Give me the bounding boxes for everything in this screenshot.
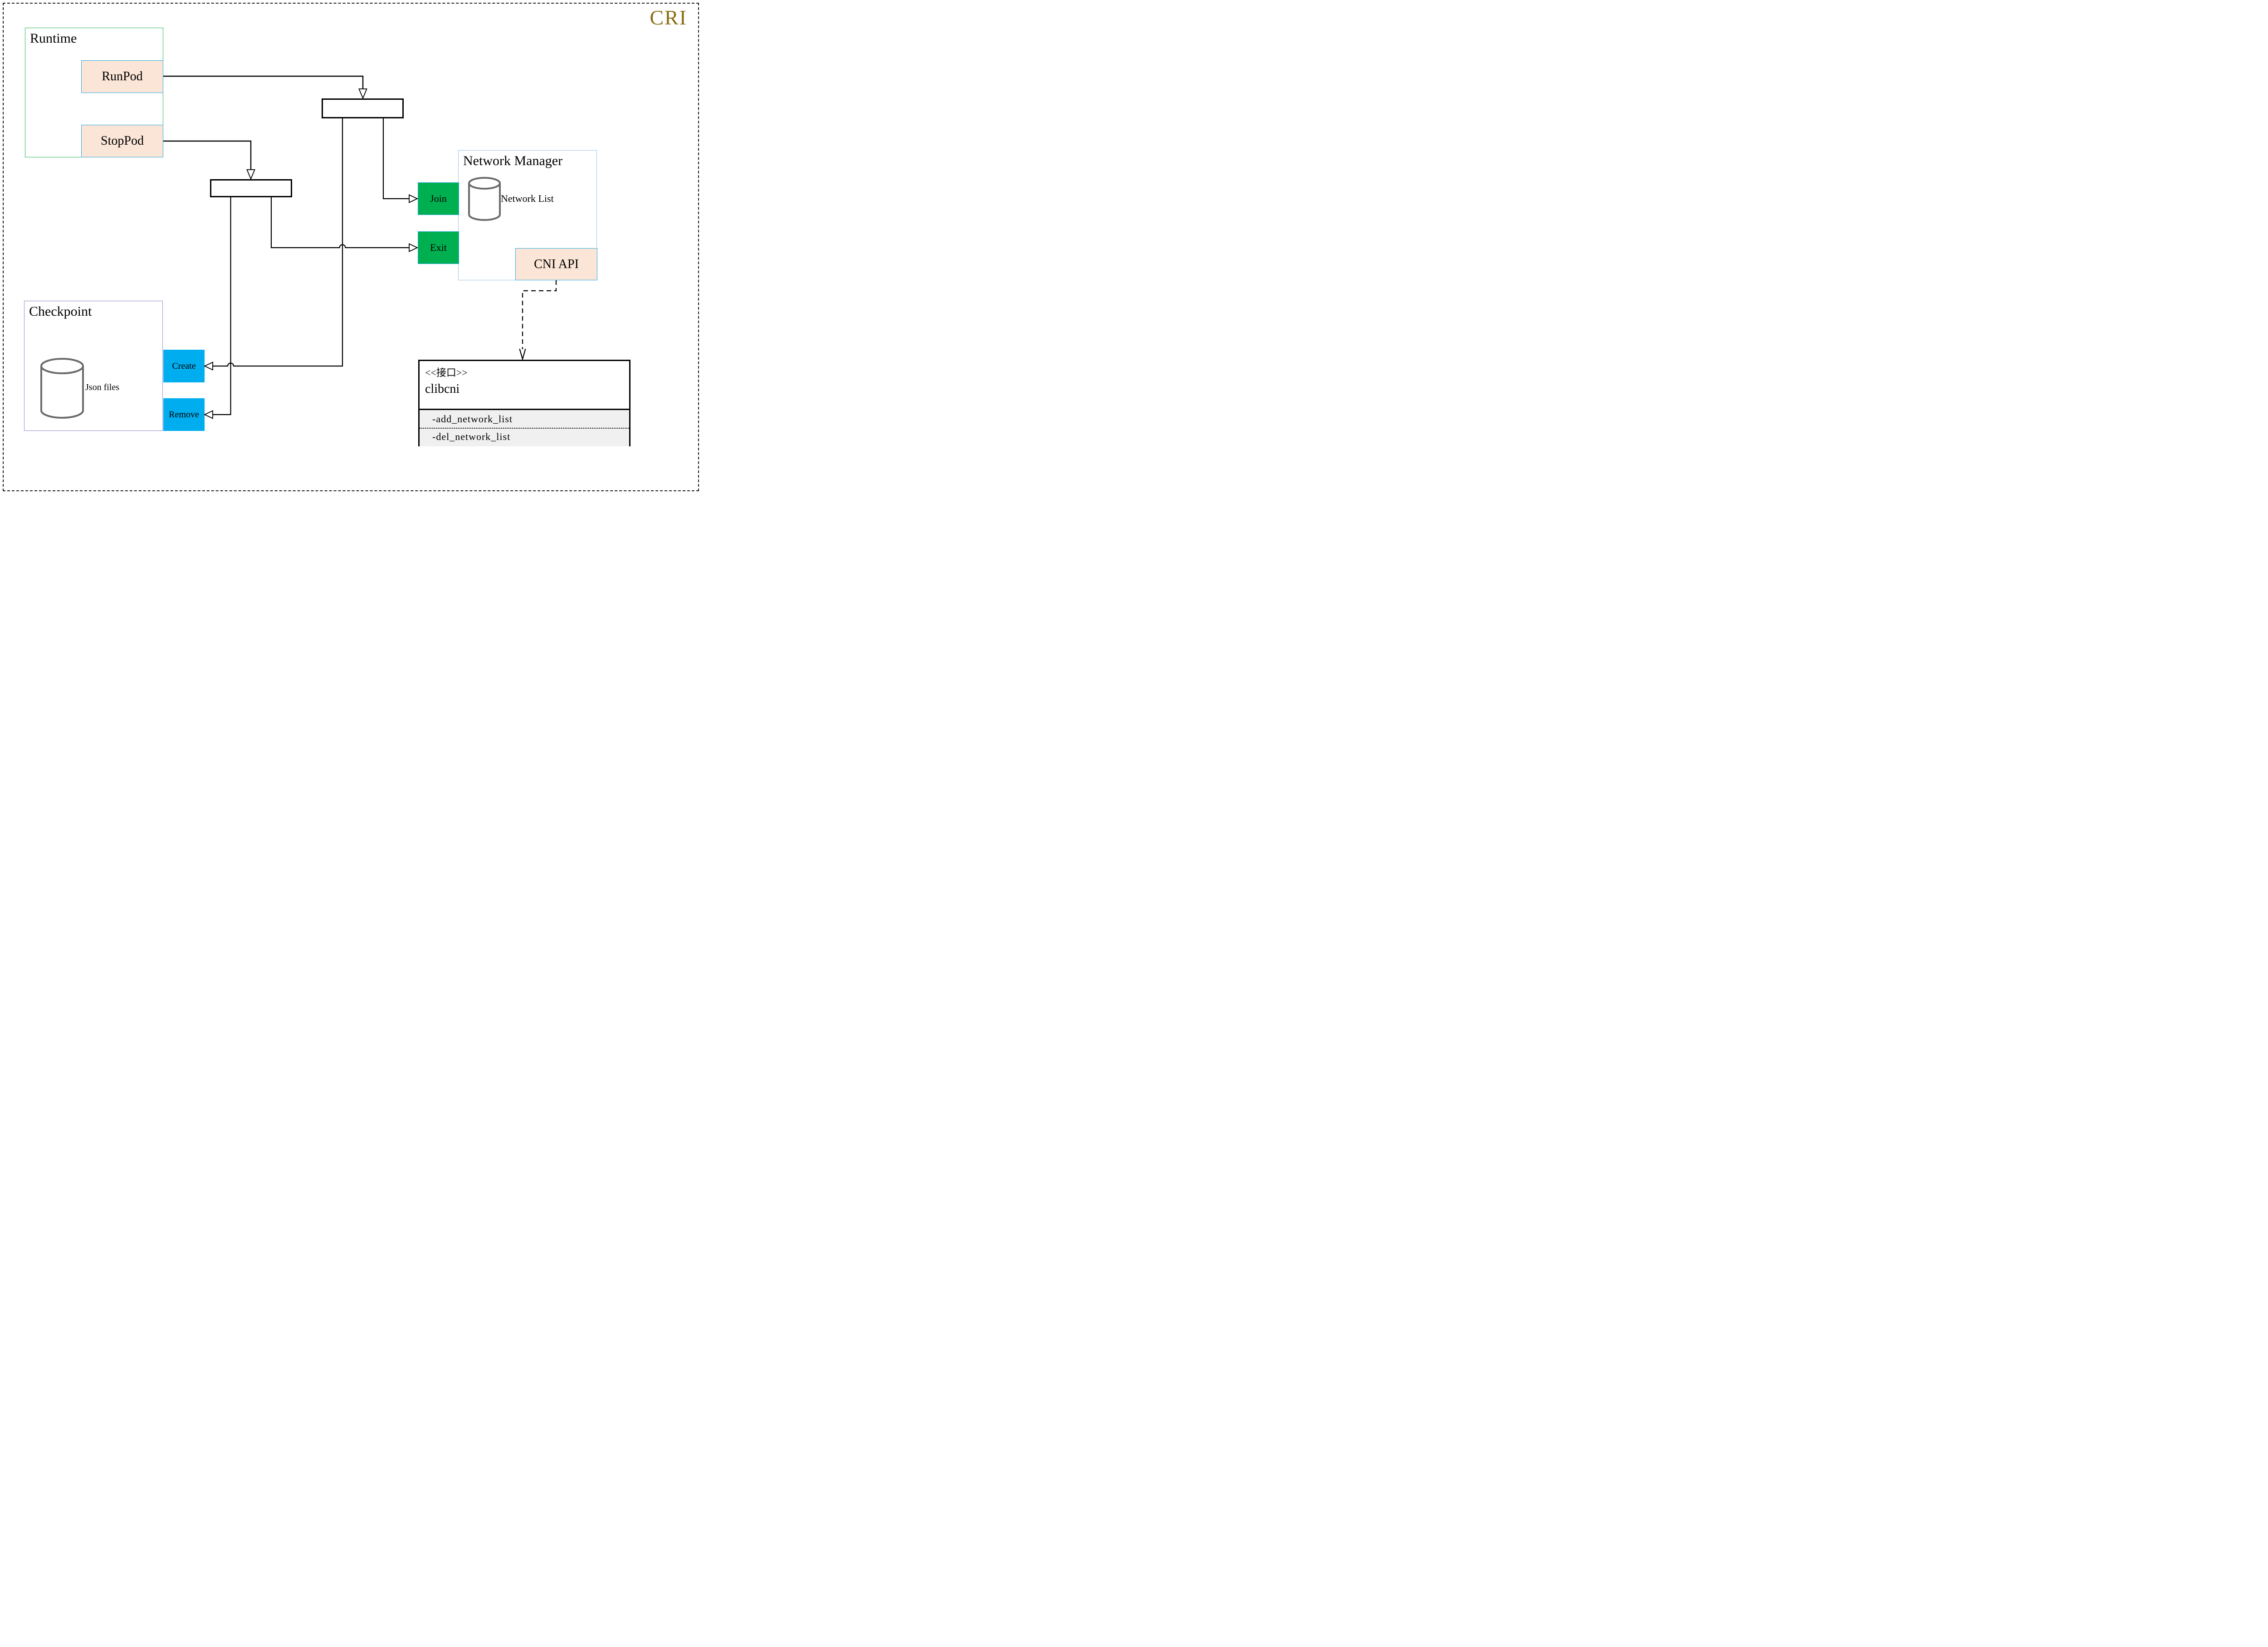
stoppod-button-label: StopPod xyxy=(101,134,144,148)
connector-junction1-to-join xyxy=(382,118,409,200)
arrowhead-left-create xyxy=(203,362,213,371)
cni-api-label: CNI API xyxy=(534,257,579,271)
cni-api-box[interactable]: CNI API xyxy=(515,248,597,280)
arrowhead-down-junction2 xyxy=(246,169,255,180)
remove-button-label: Remove xyxy=(169,409,199,420)
arrowhead-down-junction1 xyxy=(358,88,367,99)
exit-button-label: Exit xyxy=(430,242,447,253)
connector-junction1-to-create xyxy=(213,118,343,367)
network-manager-title: Network Manager xyxy=(463,153,563,168)
create-button[interactable]: Create xyxy=(163,350,205,382)
remove-button[interactable]: Remove xyxy=(163,398,205,431)
exit-button[interactable]: Exit xyxy=(418,231,459,264)
runtime-box-title: Runtime xyxy=(30,31,77,46)
runpod-button-label: RunPod xyxy=(102,69,143,83)
arrowhead-right-join xyxy=(409,194,419,203)
join-button[interactable]: Join xyxy=(418,182,459,215)
method-add-network-list: -add_network_list xyxy=(432,413,513,425)
arrowhead-right-exit xyxy=(409,243,419,252)
clibcni-method-section: -add_network_list -del_network_list xyxy=(420,409,629,446)
checkpoint-box: Checkpoint xyxy=(24,301,163,431)
runpod-button[interactable]: RunPod xyxy=(81,60,163,93)
connector-runpod-to-junction1 xyxy=(163,75,364,89)
checkpoint-box-title: Checkpoint xyxy=(29,304,92,319)
junction-bar-stoppod xyxy=(210,179,292,197)
arrowhead-left-remove xyxy=(203,410,213,419)
join-button-label: Join xyxy=(430,193,447,204)
connector-cniapi-to-clibcni xyxy=(522,280,557,349)
method-del-network-list: -del_network_list xyxy=(420,428,629,445)
cri-badge: CRI xyxy=(650,6,687,29)
stoppod-button[interactable]: StopPod xyxy=(81,125,163,157)
create-button-label: Create xyxy=(172,361,196,371)
connector-junction2-to-exit xyxy=(270,197,409,249)
interface-stereotype: <<接口>> xyxy=(425,367,468,378)
connector-junction2-to-remove xyxy=(213,197,231,415)
json-files-label: Json files xyxy=(85,382,119,392)
clibcni-header: <<接口>> clibcni xyxy=(420,361,629,409)
arrowhead-open-clibcni xyxy=(519,348,526,361)
clibcni-interface-box: <<接口>> clibcni -add_network_list -del_ne… xyxy=(418,360,631,446)
network-list-label: Network List xyxy=(501,193,554,204)
junction-bar-runpod xyxy=(322,98,404,118)
interface-name: clibcni xyxy=(425,382,460,396)
connector-stoppod-to-junction2 xyxy=(163,140,252,170)
